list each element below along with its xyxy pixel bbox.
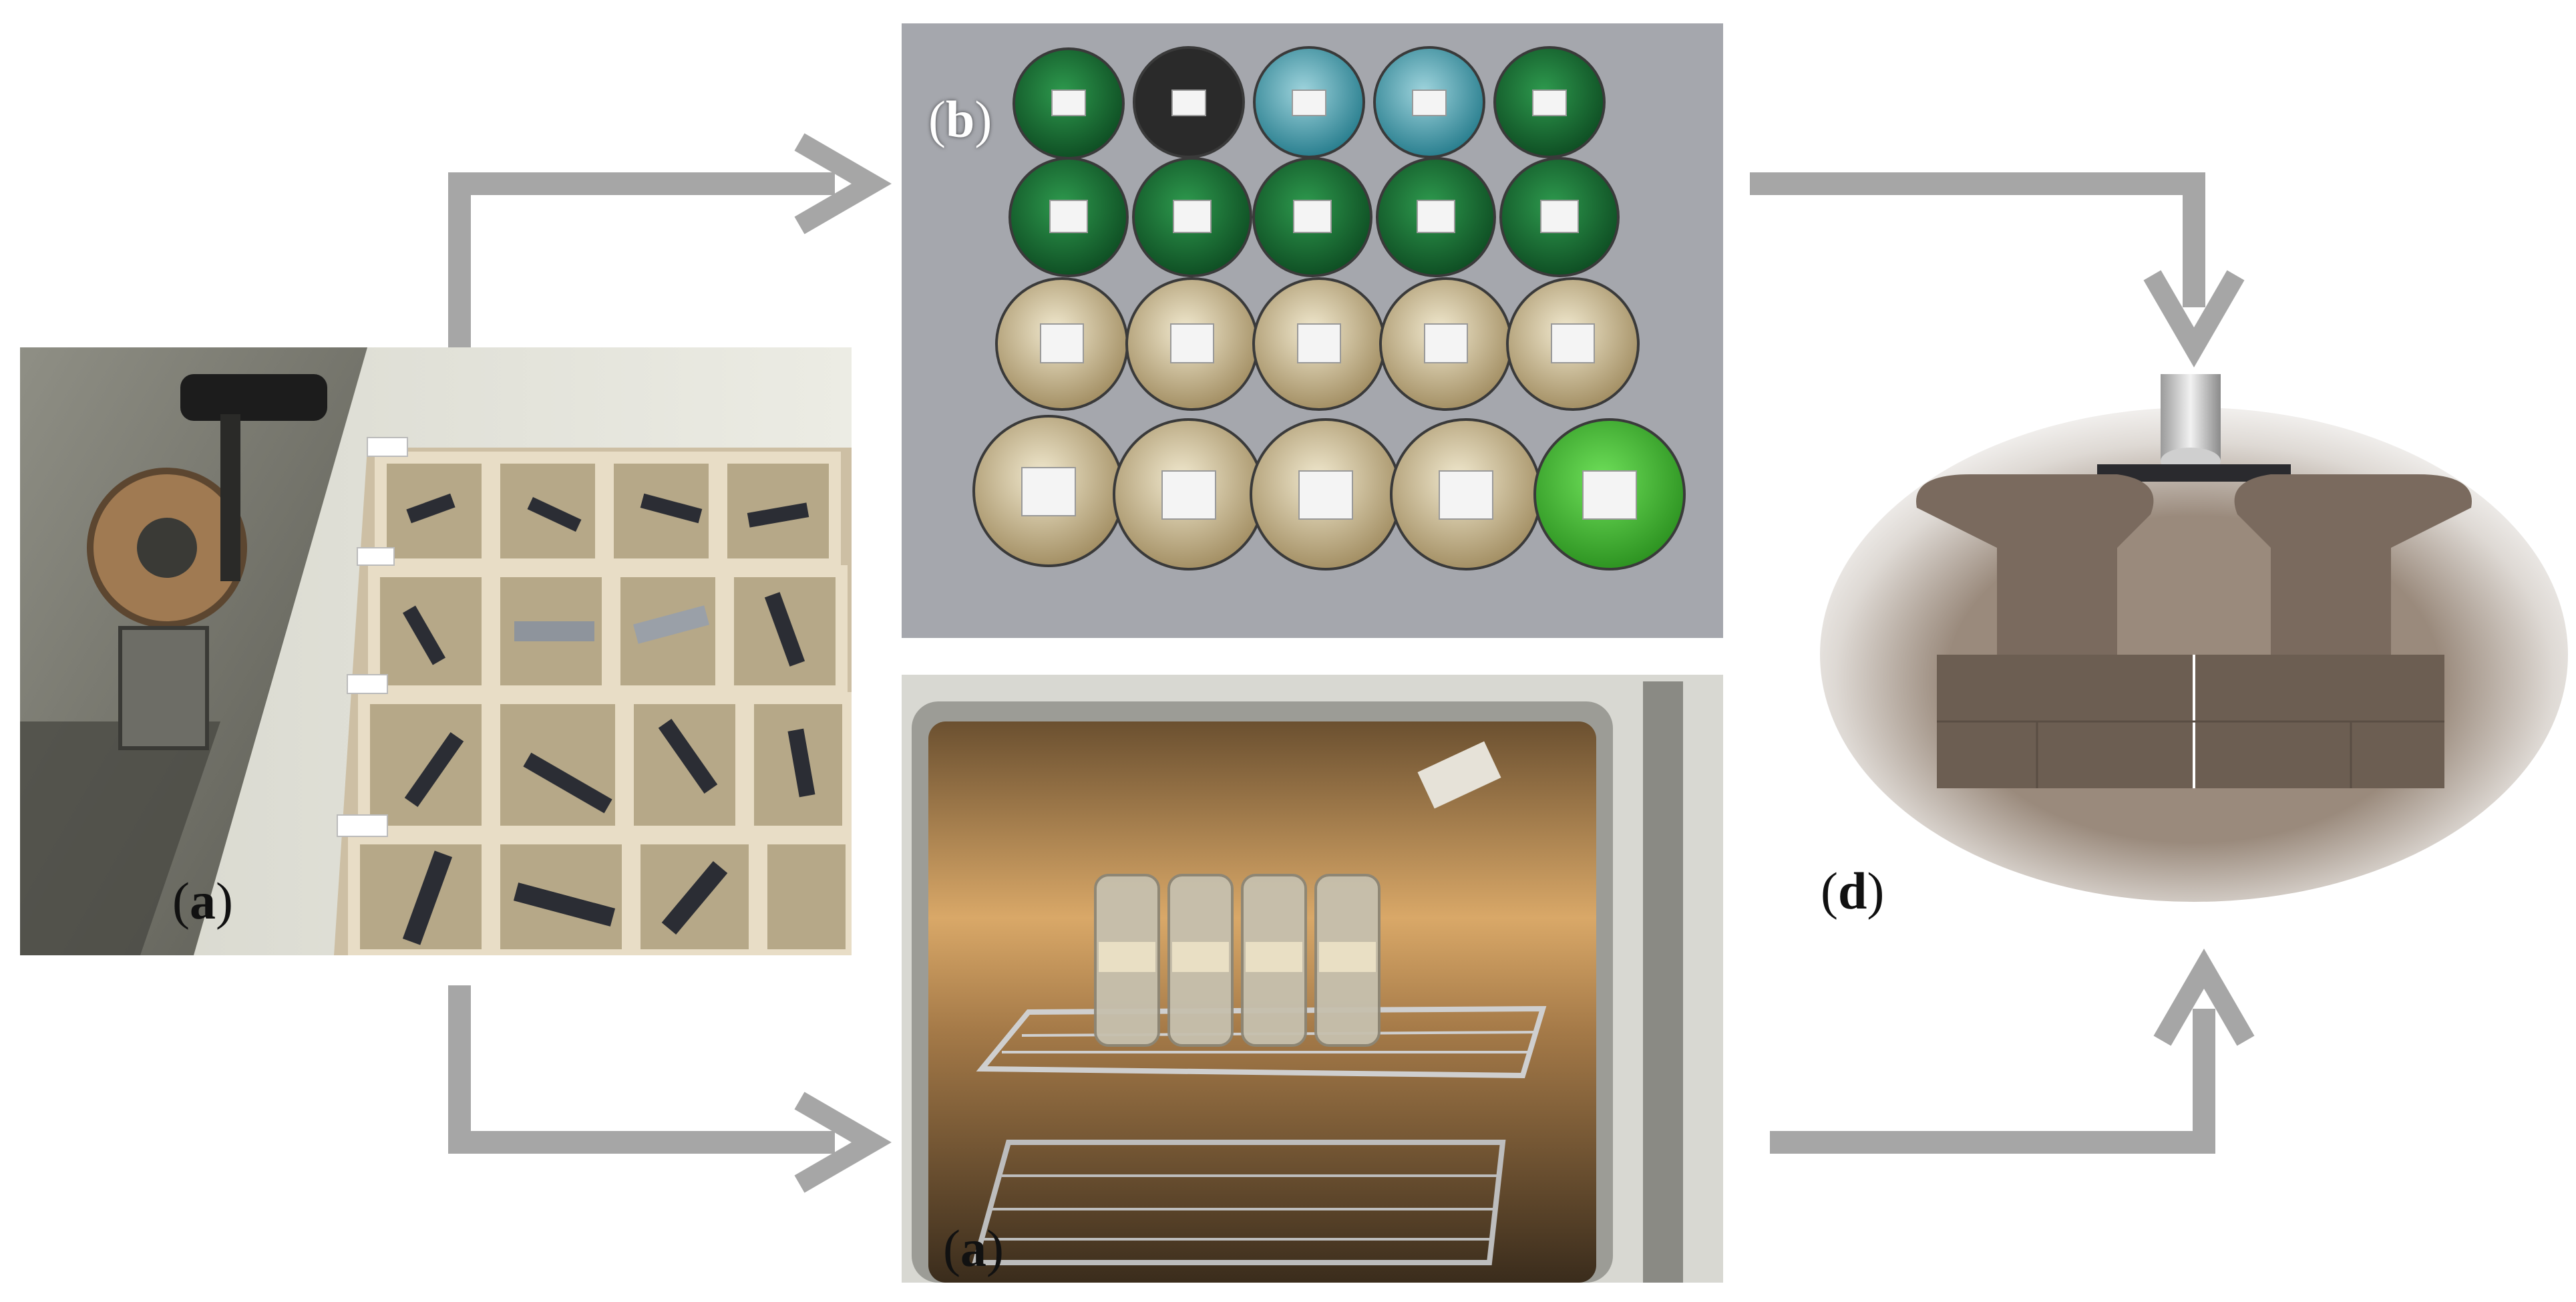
arrowhead-to-jars bbox=[794, 133, 892, 234]
arrowhead-to-bending-bottom bbox=[2153, 949, 2255, 1046]
panel-a-oven-label: (a) bbox=[943, 1219, 1004, 1277]
arrow-jars-to-bending bbox=[1750, 172, 2205, 307]
arrow-cutting-to-jars bbox=[448, 172, 835, 347]
jars-illustration bbox=[902, 23, 1723, 638]
oven-illustration bbox=[902, 675, 1723, 1283]
arrow-oven-to-bending bbox=[1770, 1009, 2215, 1154]
specimen-cutting-illustration bbox=[20, 347, 852, 955]
immersion-jars-photo bbox=[902, 23, 1723, 638]
bending-test-illustration bbox=[1817, 374, 2571, 909]
specimen-cutting-photo bbox=[20, 347, 852, 955]
panel-d-label: (d) bbox=[1821, 862, 1885, 920]
bending-test-photo bbox=[1817, 374, 2571, 909]
panel-b-label: (b) bbox=[928, 90, 992, 148]
panel-a-cutting-label: (a) bbox=[172, 872, 233, 930]
arrowhead-to-bending-top bbox=[2143, 270, 2245, 367]
arrow-cutting-to-oven bbox=[448, 985, 835, 1154]
arrowhead-to-oven bbox=[794, 1092, 892, 1193]
oven-photo bbox=[902, 675, 1723, 1283]
